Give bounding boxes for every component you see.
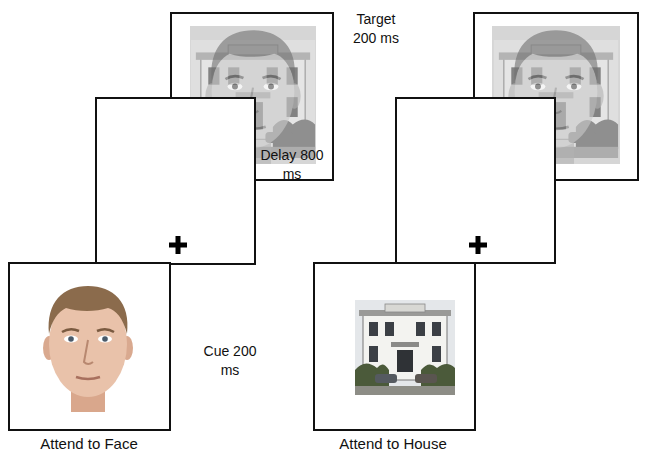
timing-label: Cue 200 ms bbox=[198, 342, 262, 380]
cue-frame-face bbox=[9, 263, 170, 430]
delay-frame-left bbox=[96, 98, 255, 264]
condition-label: Attend to Face bbox=[4, 434, 174, 453]
timing-label: Target 200 ms bbox=[344, 10, 408, 48]
delay-frame-right bbox=[396, 98, 555, 263]
timing-label: Delay 800 ms bbox=[260, 146, 324, 184]
cue-frame-house bbox=[314, 263, 475, 430]
condition-label: Attend to House bbox=[308, 434, 478, 453]
